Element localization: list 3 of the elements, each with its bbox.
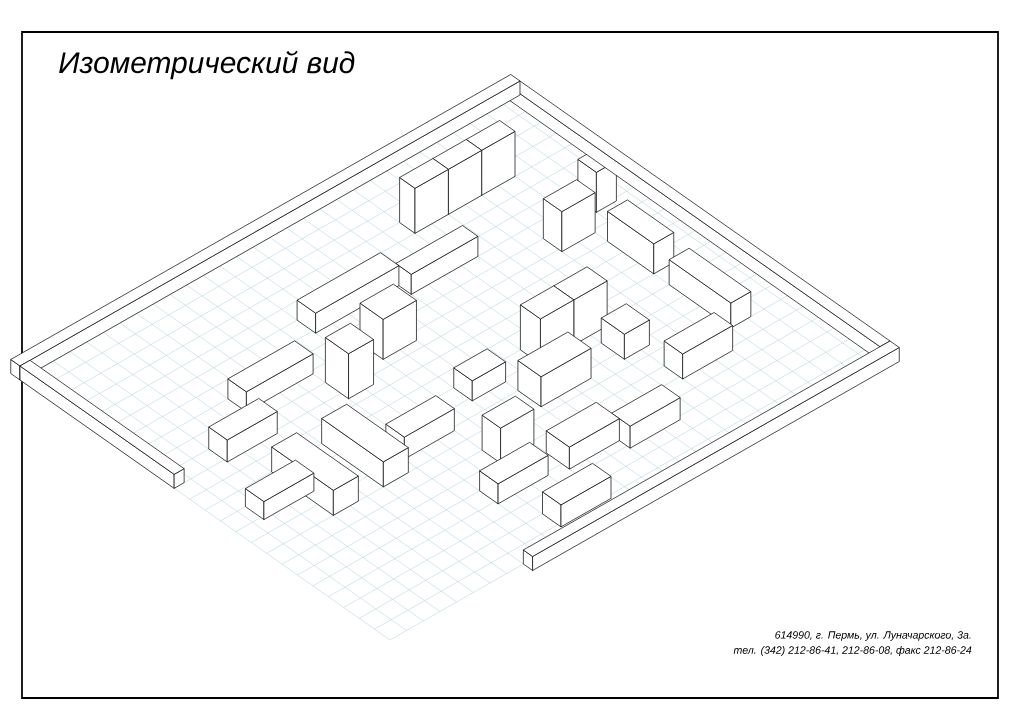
- title: Изометрический вид: [59, 50, 355, 80]
- address-text: тел. (342) 212-86-41, 212-86-08, факс 212-86-24: [733, 646, 972, 656]
- address-text: 614990, г. Пермь, ул. Луначарского, 3а.: [775, 631, 971, 641]
